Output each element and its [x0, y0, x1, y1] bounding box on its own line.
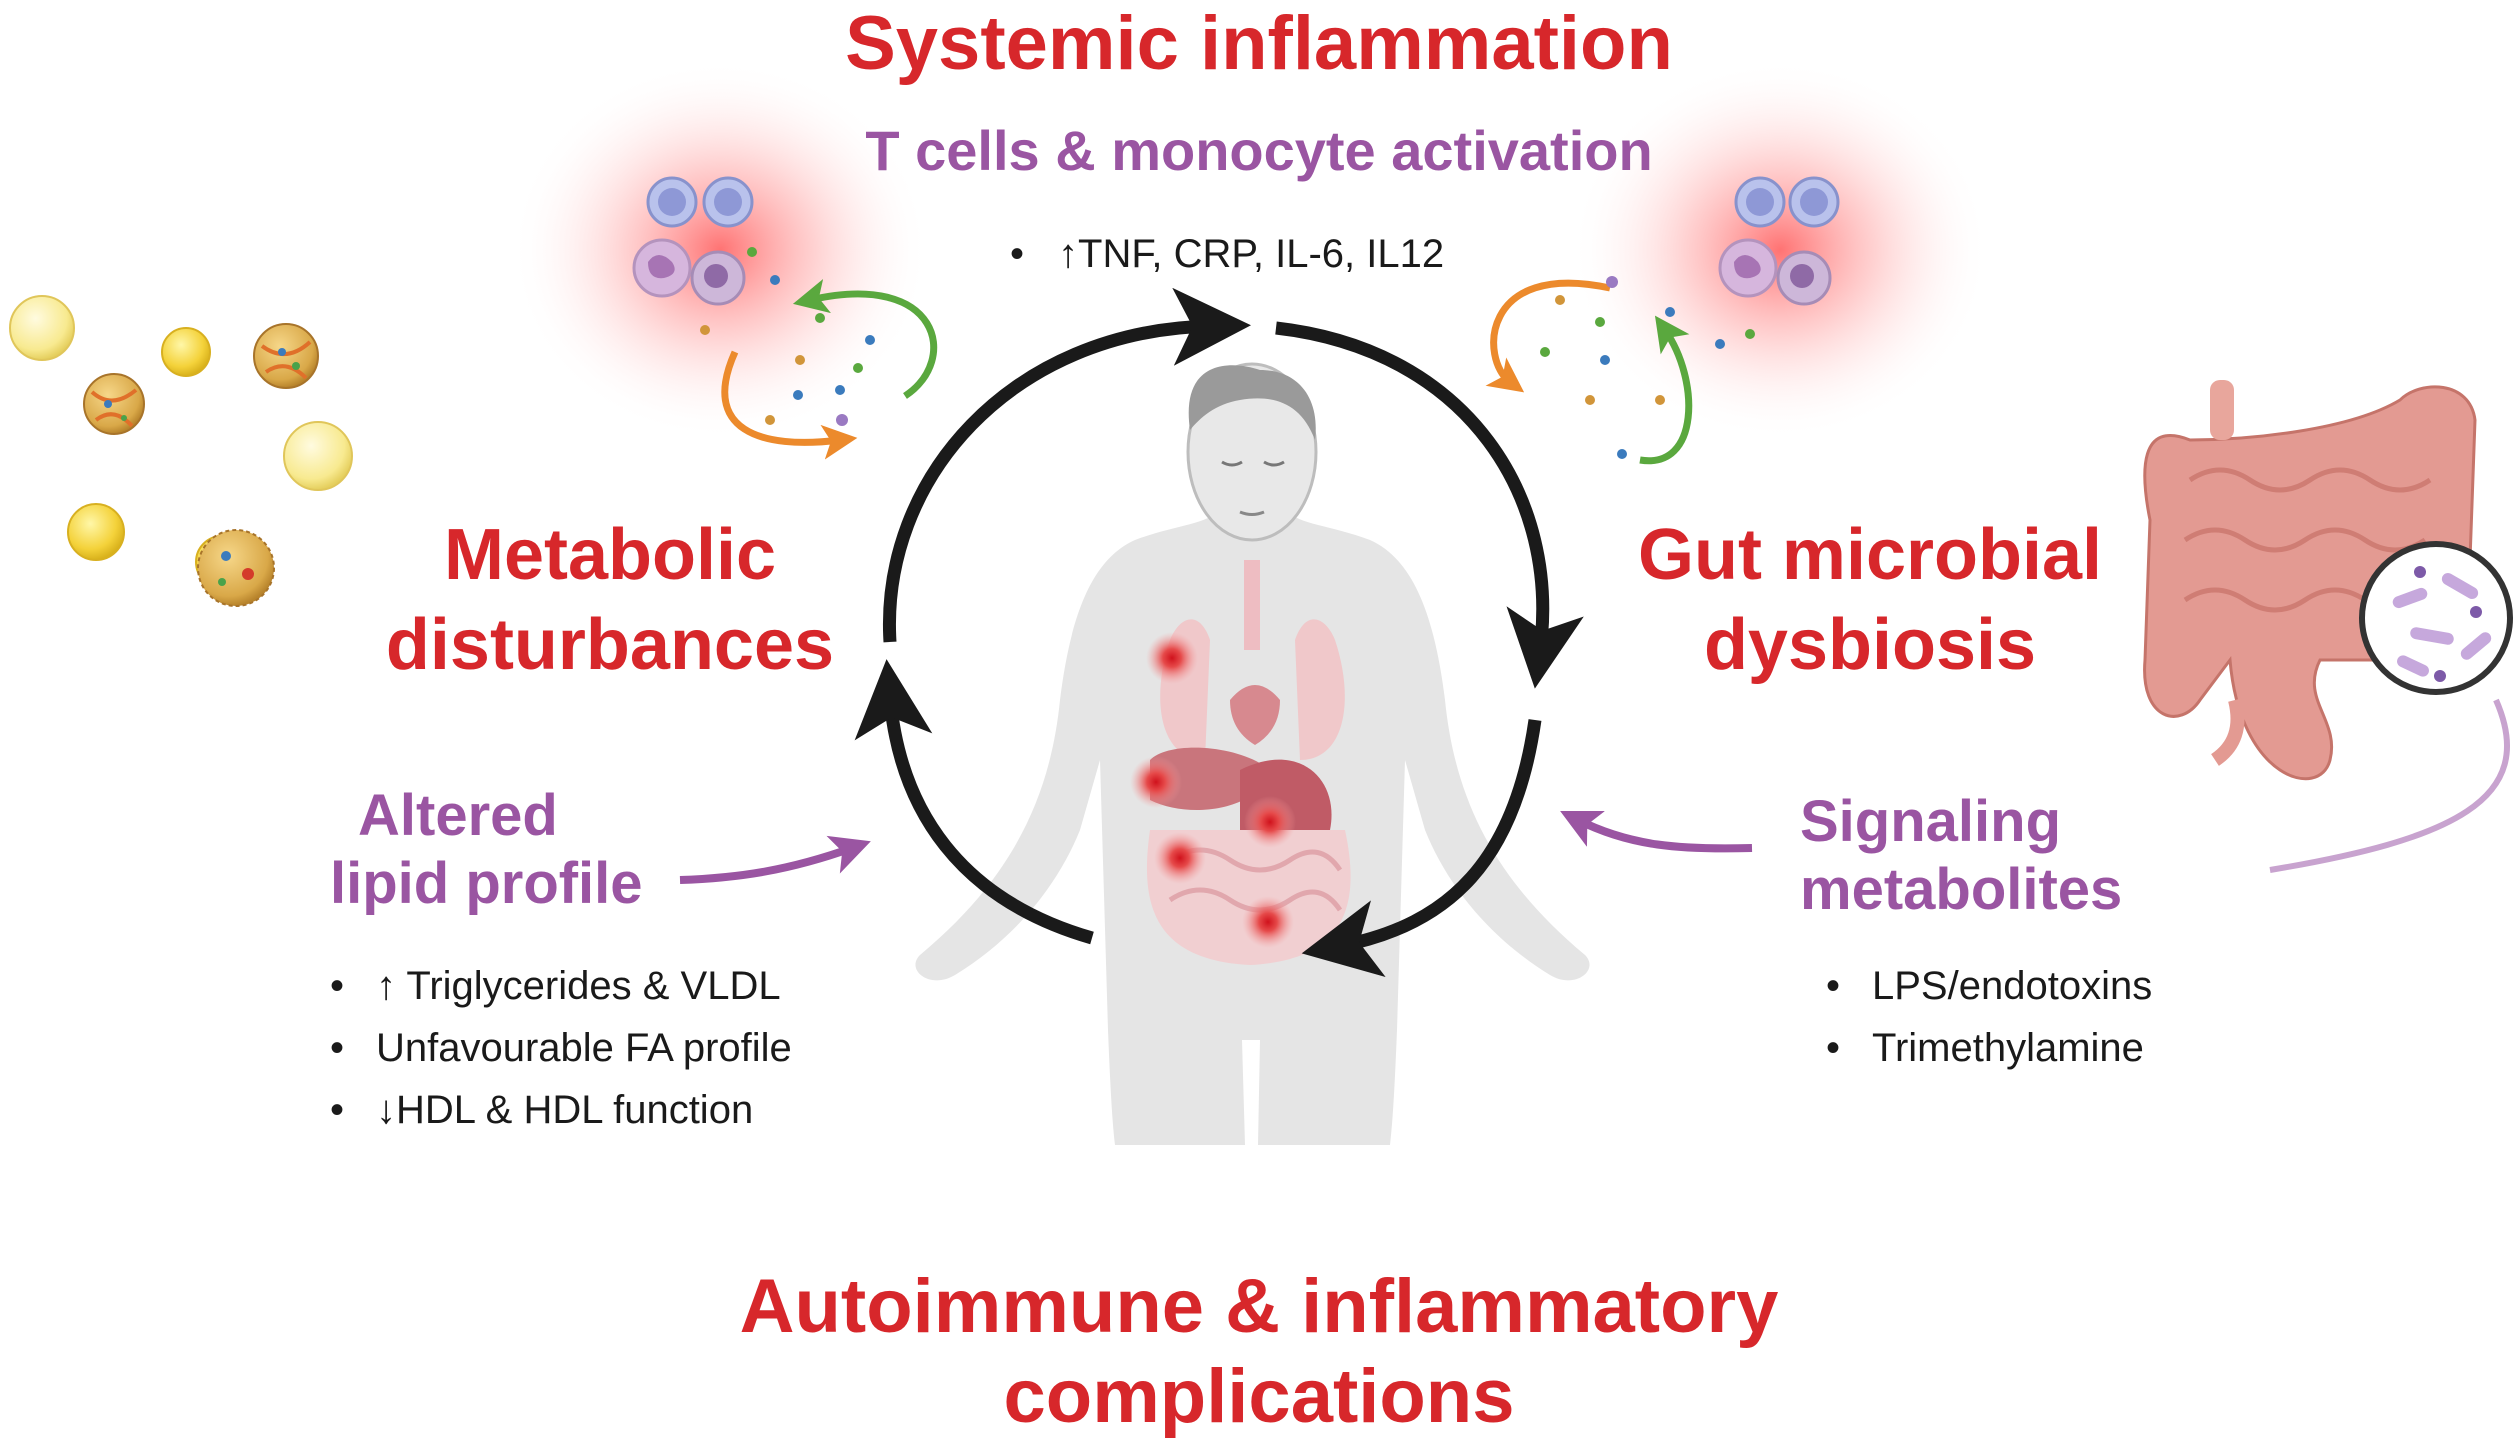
gut-line1: Gut microbial: [1637, 515, 2103, 595]
immune-cells-icon-right: [1718, 176, 1840, 306]
bacteria-magnifier-icon: [2269, 541, 2513, 873]
bullet-dot: •: [1010, 232, 1025, 276]
cytokine-cycle-icon: [700, 247, 938, 460]
metabolic-disturbances-heading: Metabolic disturbances: [330, 510, 890, 690]
bottom-line2: complications: [1003, 1354, 1515, 1439]
lipoprotein-particles-icon: [9, 295, 353, 607]
cytokine-bullet: • ↑TNF, CRP, IL-6, IL12: [1010, 232, 1444, 277]
lipid-bullet-list: ↑ Triglycerides & VLDL Unfavourable FA p…: [330, 955, 792, 1141]
bottom-line1: Autoimmune & inflammatory: [739, 1264, 1779, 1349]
metabolite-bullet-list: LPS/endotoxins Trimethylamine: [1826, 955, 2152, 1079]
altered-line2: lipid profile: [330, 851, 643, 916]
list-item: ↑ Triglycerides & VLDL: [330, 955, 792, 1017]
cytokine-cycle-icon-right: [1485, 276, 1755, 465]
metabolic-line2: disturbances: [385, 605, 835, 685]
list-item: Trimethylamine: [1826, 1017, 2152, 1079]
list-item: Unfavourable FA profile: [330, 1017, 792, 1079]
cycle-arrows: [854, 287, 1584, 977]
systemic-inflammation-title: Systemic inflammation: [845, 1, 1673, 86]
autoimmune-complications-title: Autoimmune & inflammatory complications: [0, 1262, 2518, 1442]
signaling-line2: metabolites: [1800, 857, 2123, 922]
list-item: ↓HDL & HDL function: [330, 1079, 792, 1141]
metabolic-line1: Metabolic: [443, 515, 777, 595]
intestine-icon: [2143, 380, 2477, 781]
cytokine-text: ↑TNF, CRP, IL-6, IL12: [1058, 232, 1445, 276]
gut-line2: dysbiosis: [1703, 605, 2037, 685]
list-item: LPS/endotoxins: [1826, 955, 2152, 1017]
human-body-icon: [915, 362, 1590, 1145]
signaling-metabolites-label: Signaling metabolites: [1800, 788, 2240, 924]
left-inflammation-glow: [510, 60, 930, 440]
purple-arrows: [679, 811, 1753, 884]
signaling-line1: Signaling: [1800, 789, 2061, 854]
gut-dysbiosis-heading: Gut microbial dysbiosis: [1590, 510, 2150, 690]
immune-cells-icon: [632, 176, 754, 306]
right-inflammation-glow: [1570, 60, 1990, 440]
altered-lipid-profile-label: Altered lipid profile: [330, 782, 730, 918]
altered-line1: Altered: [358, 783, 558, 848]
t-cell-activation-subtitle: T cells & monocyte activation: [865, 119, 1653, 182]
